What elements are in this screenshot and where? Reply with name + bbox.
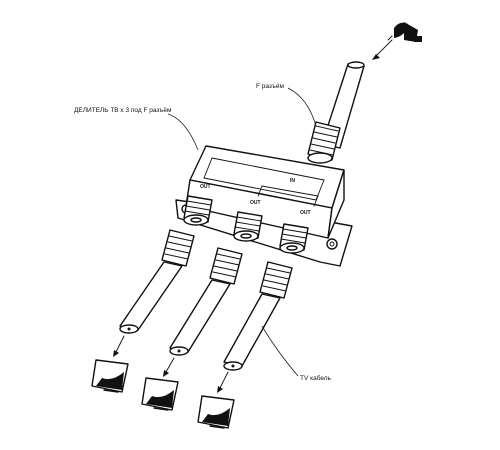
callout-tv-cable: TV кабель	[261, 325, 332, 382]
output-port-right	[279, 223, 309, 254]
output-arrow-left	[113, 335, 125, 357]
port-label-out-center: OUT	[250, 200, 261, 206]
input-f-connector	[307, 121, 341, 164]
output-arrow-right	[217, 371, 229, 393]
label-tv-cable: TV кабель	[300, 374, 332, 382]
label-f-connector: F разъём	[256, 83, 284, 90]
tv-screen-icon	[141, 377, 179, 411]
port-label-out-left: OUT	[200, 184, 211, 190]
callout-f-connector: F разъём	[256, 83, 317, 127]
port-label-in: IN	[290, 178, 295, 184]
satellite-dish-icon	[387, 22, 422, 42]
tv-screen-icon	[91, 359, 129, 393]
output-arrow-center	[163, 357, 175, 377]
port-label-out-right: OUT	[300, 210, 311, 216]
tv-screen-icon	[197, 395, 235, 429]
output-cable-left	[119, 229, 195, 334]
output-cable-right	[223, 261, 293, 371]
signal-arrow	[372, 39, 393, 60]
splitter-body	[175, 145, 353, 267]
output-cable-center	[169, 247, 243, 356]
output-port-center	[233, 211, 263, 242]
callout-splitter: ДЕЛИТЕЛЬ ТВ х 3 под F разъём	[74, 107, 199, 151]
label-splitter: ДЕЛИТЕЛЬ ТВ х 3 под F разъём	[74, 107, 172, 114]
output-port-left	[183, 195, 213, 226]
